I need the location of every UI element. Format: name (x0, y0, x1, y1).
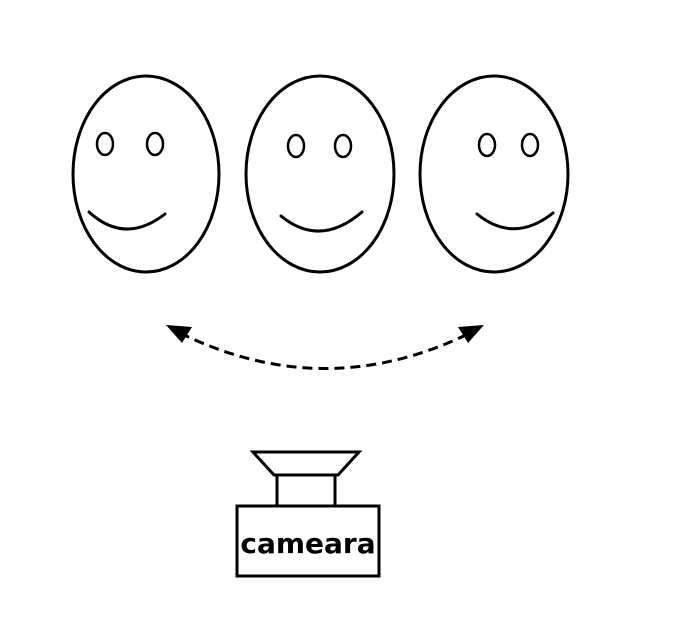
camera-neck (275, 473, 337, 508)
left-arrowhead-icon (166, 325, 192, 343)
right-eye-icon (333, 133, 353, 159)
smile-mouth-icon (279, 210, 364, 233)
bidirectional-arc-arrow-icon (166, 325, 484, 370)
left-eye-icon (477, 132, 497, 158)
right-arrowhead-icon (458, 325, 484, 343)
right-eye-icon (520, 132, 540, 158)
camera-label: cameara (240, 527, 375, 560)
face-outline (71, 74, 221, 274)
camera-body (235, 504, 381, 578)
face-outline (418, 74, 570, 274)
smile-mouth-icon (87, 210, 167, 231)
camera-icon: cameara (235, 450, 381, 578)
dashed-arc (179, 331, 471, 370)
left-eye-icon (95, 131, 115, 157)
camera-lens (249, 450, 363, 477)
smile-mouth-icon (475, 211, 555, 231)
smiley-face-icon-left (71, 74, 221, 274)
face-outline (244, 74, 396, 274)
right-eye-icon (145, 131, 165, 157)
left-eye-icon (286, 133, 306, 159)
smiley-face-icon-right (418, 74, 570, 274)
smiley-face-icon-center (244, 74, 396, 274)
